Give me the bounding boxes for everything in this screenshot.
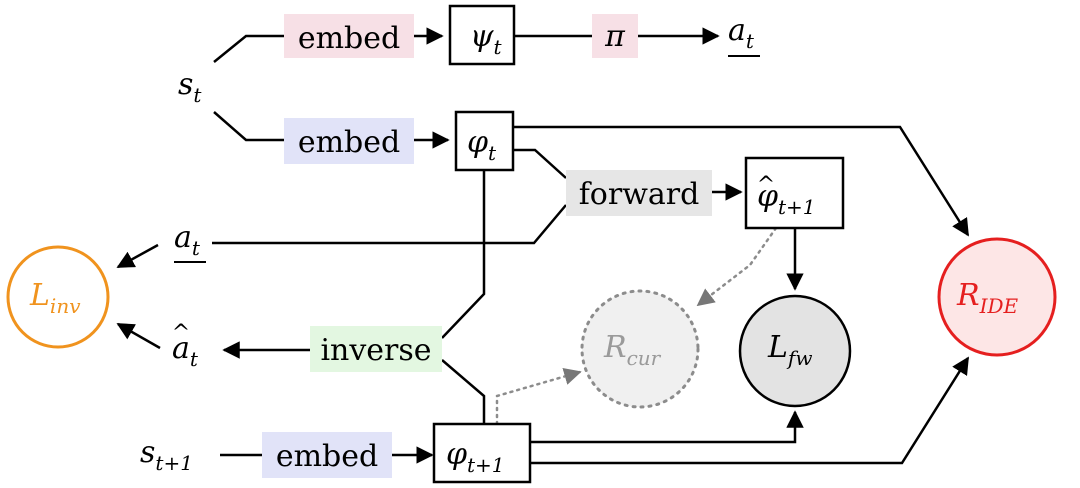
edge-phit1-to-Lfw bbox=[530, 410, 804, 444]
edge-ahat-to-Linv bbox=[116, 322, 161, 350]
L-inv-label: Linv bbox=[29, 278, 81, 318]
edge-phi-to-inverse bbox=[441, 170, 486, 339]
embed-top-box bbox=[284, 14, 414, 58]
phi-box bbox=[454, 110, 515, 172]
pi-label: π bbox=[604, 19, 626, 54]
edge-phit1-to-Rcur bbox=[495, 367, 582, 426]
edge-phi-to-forward bbox=[513, 148, 567, 179]
edge-st-to-embed-mid bbox=[213, 111, 284, 142]
R-IDE-label: RIDE bbox=[956, 278, 1019, 318]
embed-mid-label: embed bbox=[298, 125, 400, 160]
L-inv-node bbox=[6, 245, 110, 349]
phi-hat-label: φt+1 bbox=[757, 179, 816, 219]
edge-st-to-embed-top bbox=[213, 34, 284, 63]
inverse-label: inverse bbox=[320, 333, 431, 368]
embed-top-label: embed bbox=[298, 21, 400, 56]
embed-bot-box bbox=[262, 432, 392, 478]
forward-box bbox=[566, 170, 712, 216]
pi-box bbox=[592, 14, 638, 58]
L-fw-node bbox=[738, 294, 852, 408]
action-hat-mark: ^ bbox=[172, 321, 190, 346]
inverse-box bbox=[310, 326, 442, 372]
action-at-top-label: at bbox=[728, 13, 755, 53]
edge-at-to-Linv bbox=[116, 243, 159, 269]
edge-phit1-to-inverse bbox=[441, 359, 486, 424]
L-fw-label: Lfw bbox=[767, 330, 812, 370]
psi-label: ψt bbox=[470, 19, 503, 59]
embed-mid-box bbox=[284, 118, 414, 164]
edge-phi-to-RIDE bbox=[513, 125, 970, 237]
action-at-mid-label: at bbox=[174, 220, 201, 260]
edge-phit1-to-RIDE bbox=[530, 356, 970, 465]
psi-box bbox=[448, 4, 516, 66]
phi-hat-mark: ^ bbox=[757, 173, 775, 198]
state-st-label: st bbox=[178, 67, 202, 107]
R-cur-label: Rcur bbox=[603, 330, 662, 370]
state-st1-label: st+1 bbox=[140, 435, 193, 475]
R-cur-node bbox=[580, 289, 700, 409]
phi-label: φt bbox=[467, 125, 497, 165]
forward-label: forward bbox=[579, 177, 700, 212]
edge-phihat-to-Rcur bbox=[696, 226, 778, 307]
edge-at-to-forward bbox=[212, 204, 567, 245]
action-hat-label: at bbox=[172, 331, 199, 371]
phi-t1-box bbox=[432, 422, 532, 484]
phi-t1-label: φt+1 bbox=[446, 437, 505, 477]
embed-bot-label: embed bbox=[276, 439, 378, 474]
R-IDE-node bbox=[937, 237, 1057, 357]
phi-hat-box bbox=[744, 156, 845, 230]
